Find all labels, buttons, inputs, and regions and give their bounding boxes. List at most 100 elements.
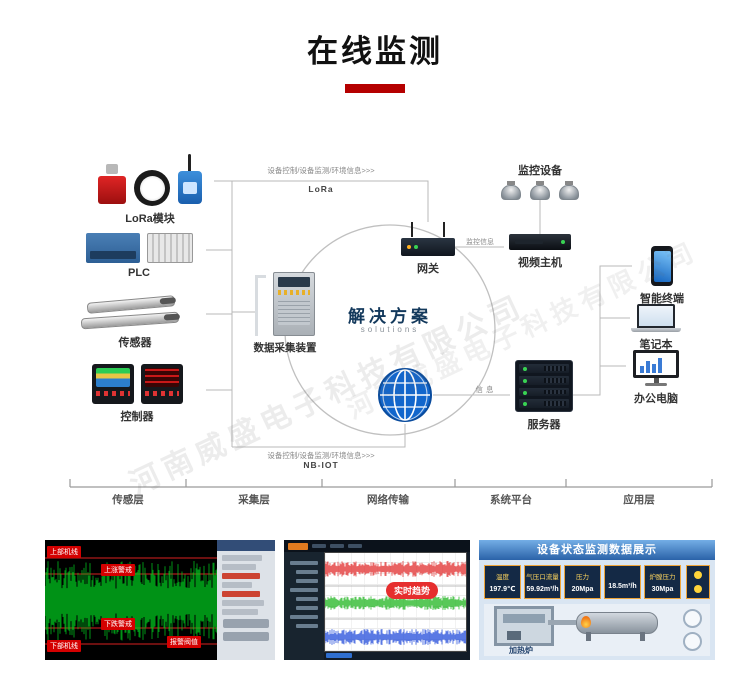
gateway-icon	[401, 222, 455, 256]
gateway-label: 网关	[417, 263, 439, 275]
lora-device-group: LoRa模块	[70, 154, 230, 226]
metric-furnace-pressure: 炉膛压力 30Mpa	[644, 565, 681, 599]
controller-label: 控制器	[120, 411, 154, 423]
top-link-protocol: LoRa	[308, 184, 334, 194]
toolbar-item	[312, 544, 326, 548]
trend-charts	[324, 552, 467, 652]
toolbar-item	[330, 544, 344, 548]
sidebar-row	[222, 582, 252, 588]
sidebar-alert-row	[222, 573, 260, 579]
lora-icons	[97, 154, 203, 206]
sidebar-row	[222, 600, 264, 606]
sensor-device-group: 传感器	[60, 295, 210, 350]
daq-icons	[255, 272, 315, 336]
tree-item	[296, 579, 318, 583]
pc-device-group: 办公电脑	[620, 350, 692, 406]
metric-temperature: 温度 197.9℃	[484, 565, 521, 599]
plc-device-group: PLC	[64, 233, 214, 279]
toolbar-button	[288, 542, 308, 550]
tree-item	[296, 597, 318, 601]
sidebar-button	[223, 619, 269, 628]
gateway-device-group: 网关	[398, 222, 458, 276]
sidebar-row	[222, 564, 256, 570]
metric-value: 20Mpa	[571, 586, 594, 593]
pressure-gauge-icon	[134, 170, 170, 206]
server-device-group: 服务器	[508, 360, 580, 432]
info-link-label: 信息	[475, 385, 497, 394]
metric-label: 压力	[576, 574, 589, 581]
chip-top-line: 上部机线	[47, 546, 81, 558]
sidebar-row	[222, 555, 262, 561]
status-panel-body: 温度 197.9℃ 气压口流量 59.92m³/h 压力 20Mpa 18.5m…	[479, 560, 715, 660]
layer-label-sensing: 传感层	[112, 494, 144, 506]
title-divider	[345, 84, 405, 93]
video-host-label: 视频主机	[518, 257, 562, 269]
metric-value: 18.5m³/h	[608, 582, 637, 590]
dome-camera-icon	[530, 181, 550, 200]
trend-monitor-panel: 实时趋势	[284, 540, 470, 660]
trend-svg	[324, 561, 467, 645]
io-module-icon	[146, 233, 193, 263]
toolbar-item	[348, 544, 362, 548]
status-display-panel: 设备状态监测数据展示 温度 197.9℃ 气压口流量 59.92m³/h 压力 …	[479, 540, 715, 660]
metric-flow2: 18.5m³/h	[604, 565, 641, 599]
plc-module-icon	[85, 233, 140, 263]
metric-value: 59.92m³/h	[526, 586, 559, 593]
trend-toolbar	[284, 540, 470, 552]
controller-icon	[91, 364, 134, 404]
sensor-probe-icon	[86, 295, 177, 314]
trend-blue-button	[326, 653, 352, 658]
sidebar-header	[217, 540, 275, 551]
cameras-label: 监控设备	[518, 165, 562, 177]
lora-transmitter-icon	[177, 154, 203, 206]
furnace-label: 加热炉	[509, 646, 533, 655]
chip-down-warn: 下跌警戒	[101, 618, 135, 630]
video-host-icon	[509, 234, 571, 250]
furnace-cylinder-icon	[576, 612, 658, 634]
dome-camera-icon	[559, 181, 579, 200]
top-link-label: 设备控制/设备监测/环境信息>>>	[267, 166, 375, 175]
tree-item	[290, 588, 318, 592]
mast-icon	[255, 275, 266, 336]
camera-icons	[501, 181, 579, 200]
layer-label-collection: 采集层	[238, 494, 270, 506]
plc-icons	[85, 233, 193, 263]
phone-label: 智能终端	[640, 293, 684, 305]
plc-label: PLC	[128, 267, 150, 279]
metric-label: 温度	[496, 573, 509, 581]
daq-device-group: 数据采集装置	[240, 272, 330, 355]
valve-transmitter-icon	[97, 164, 127, 206]
status-panel-title: 设备状态监测数据展示	[479, 540, 715, 560]
metrics-row: 温度 197.9℃ 气压口流量 59.92m³/h 压力 20Mpa 18.5m…	[484, 565, 681, 599]
sidebar-button	[223, 632, 269, 641]
layer-label-platform: 系统平台	[490, 494, 532, 506]
lora-label: LoRa模块	[125, 213, 175, 225]
metric-flow: 气压口流量 59.92m³/h	[524, 565, 561, 599]
furnace-leg	[640, 632, 645, 641]
sensor-icons	[79, 295, 191, 330]
indicator-lights	[686, 565, 710, 599]
params-sidebar	[217, 540, 275, 660]
furnace-leg	[586, 632, 591, 641]
page-title: 在线监测	[307, 34, 443, 69]
sensor-probe-icon	[80, 311, 181, 330]
daq-label: 数据采集装置	[253, 342, 317, 354]
controller-icons	[91, 364, 183, 404]
metric-label: 气压口流量	[526, 574, 559, 581]
metric-value: 197.9℃	[489, 586, 516, 594]
tree-item	[290, 561, 318, 565]
chip-bottom-line: 下部机线	[47, 640, 81, 652]
trend-tree-panel	[284, 552, 324, 660]
video-link-label: 监控信息	[466, 239, 494, 246]
laptop-device-group: 笔记本	[622, 304, 690, 352]
pc-label: 办公电脑	[634, 393, 678, 405]
smartphone-icon	[651, 246, 673, 286]
phone-device-group: 智能终端	[634, 246, 690, 306]
globe-icon	[378, 368, 432, 422]
tree-item	[296, 570, 318, 574]
tree-item	[296, 624, 318, 628]
chip-up-warn: 上涨警戒	[101, 564, 135, 576]
controller-device-group: 控制器	[62, 364, 212, 424]
waveform-monitor-panel: 上部机线 上涨警戒 下跌警戒 下部机线 报警阀值	[44, 540, 275, 660]
layer-label-application: 应用层	[623, 494, 655, 506]
